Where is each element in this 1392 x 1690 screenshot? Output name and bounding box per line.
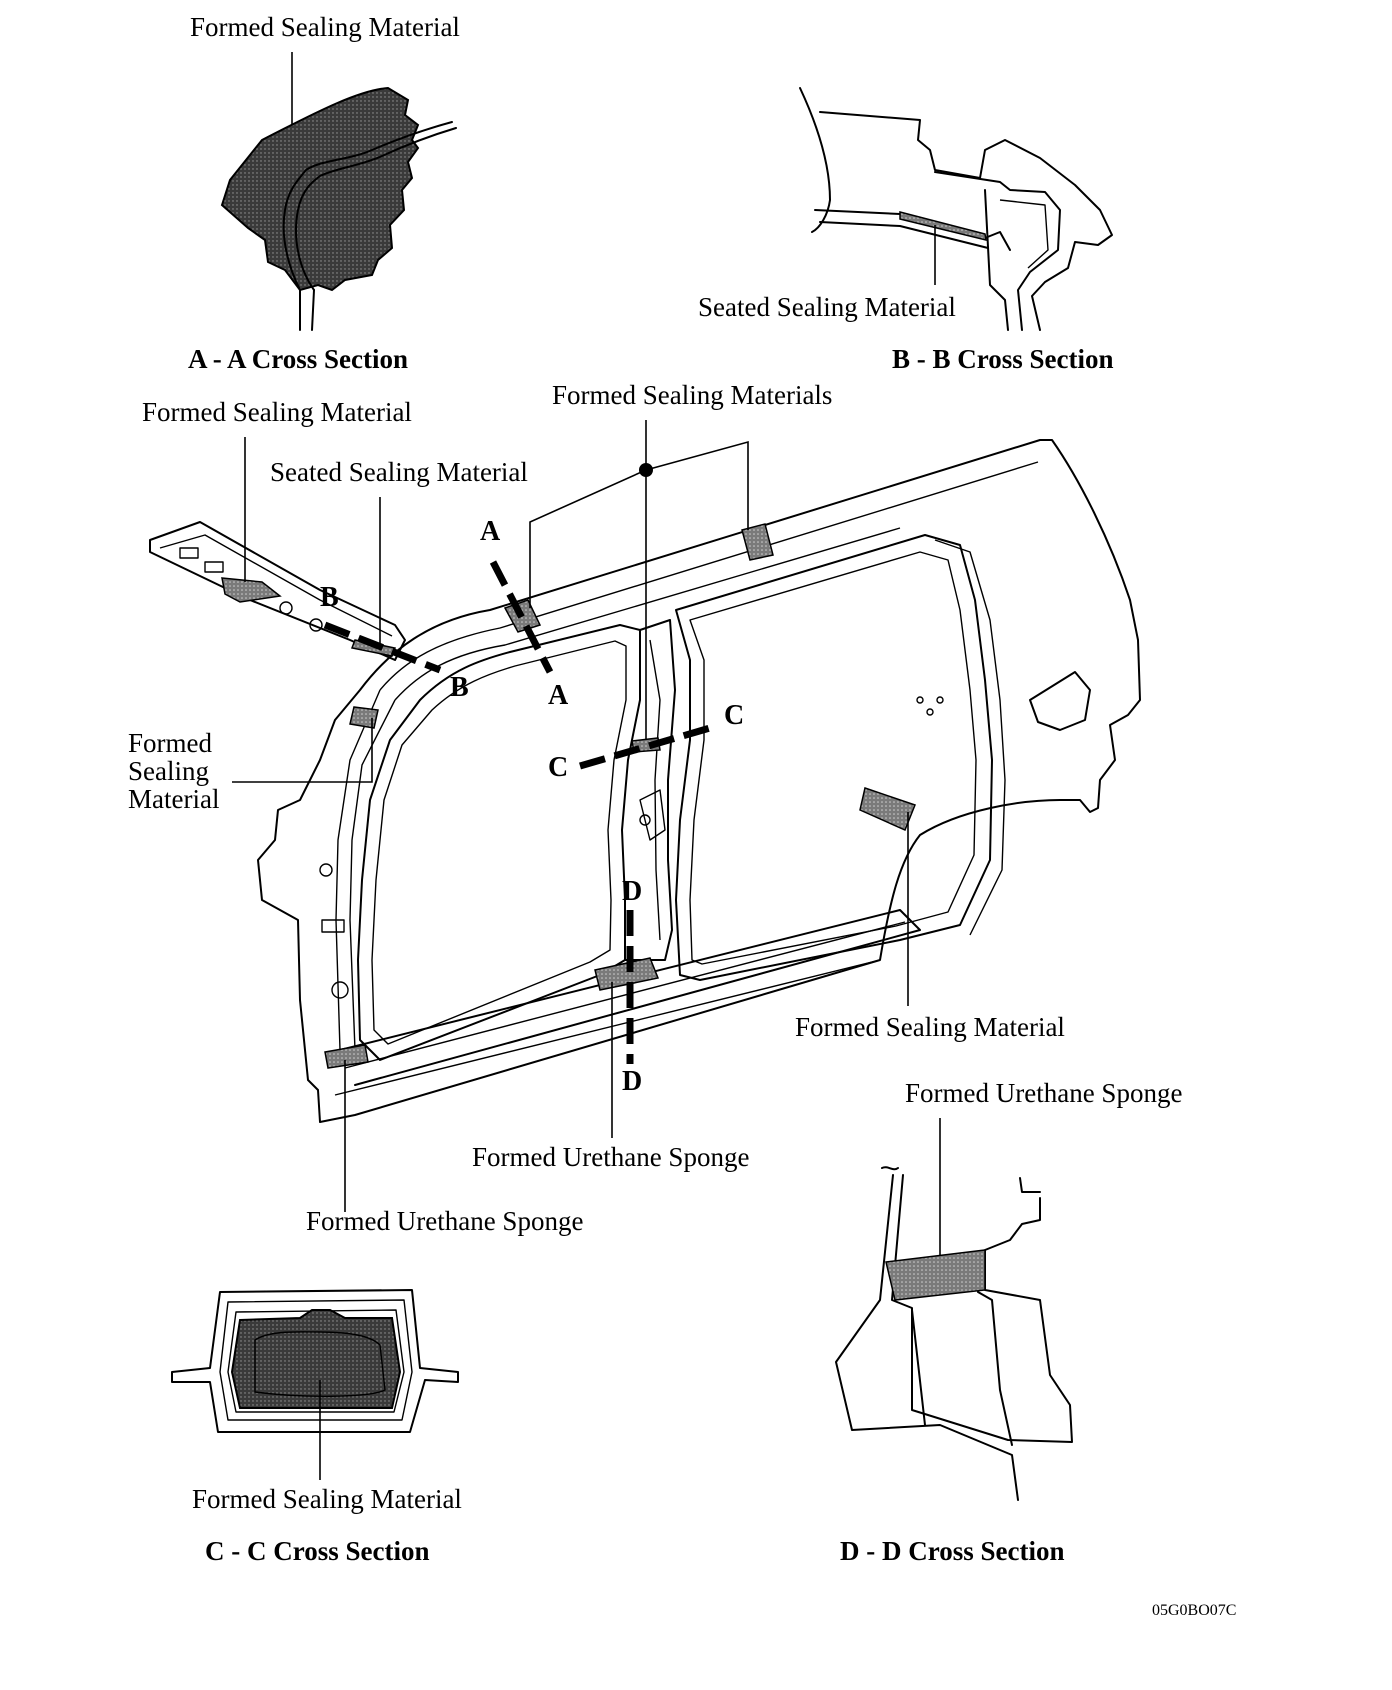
rear-wheel-formed-sealing [859, 787, 916, 832]
header-formed-sealing-fill [221, 577, 282, 603]
rear-formed-sealing-label: Formed Sealing Material [795, 1012, 1065, 1042]
body-side-outline [257, 439, 1141, 1123]
marker-d-bottom: D [622, 1066, 642, 1097]
marker-b-left: B [320, 582, 339, 613]
marker-a-top: A [480, 516, 501, 547]
dd-cross-section: Formed Urethane Sponge [835, 1078, 1182, 1501]
cc-cross-section: Formed Sealing Material [171, 1289, 462, 1514]
bb-title: B - B Cross Section [892, 344, 1114, 374]
cc-formed-label: Formed Sealing Material [192, 1484, 462, 1514]
aa-formed-label: Formed Sealing Material [190, 12, 460, 42]
aa-title: A - A Cross Section [188, 344, 408, 374]
pillar-formed-label-line2: Sealing [128, 756, 209, 786]
a-pillar-formed-sealing [349, 706, 379, 729]
figure-code: 05G0BO07C [1152, 1602, 1236, 1619]
marker-a-bottom: A [548, 680, 569, 711]
dd-title: D - D Cross Section [840, 1536, 1065, 1566]
pillar-formed-label-line1: Formed [128, 728, 212, 758]
dd-urethane-label: Formed Urethane Sponge [905, 1078, 1182, 1108]
marker-d-top: D [622, 876, 642, 907]
center-urethane-sponge-label: Formed Urethane Sponge [472, 1142, 749, 1172]
marker-b-right: B [450, 672, 469, 703]
rocker-urethane-sponge-front [324, 1044, 369, 1069]
bb-seated-label: Seated Sealing Material [698, 292, 956, 322]
header-formed-sealing-label: Formed Sealing Material [142, 397, 412, 427]
pillar-formed-label-line3: Material [128, 784, 219, 814]
bb-cross-section: Seated Sealing Material [698, 87, 1113, 331]
formed-sealing-materials-label: Formed Sealing Materials [552, 380, 832, 410]
dd-urethane-fill [885, 1249, 986, 1301]
marker-c-right: C [724, 700, 744, 731]
aa-sealing-fill [220, 86, 420, 292]
cc-title: C - C Cross Section [205, 1536, 430, 1566]
section-cut-lines [323, 560, 711, 1064]
roof-rail-formed-sealing-rear [741, 523, 774, 561]
windshield-header [149, 521, 406, 661]
header-seated-sealing-label: Seated Sealing Material [270, 457, 528, 487]
front-urethane-sponge-label: Formed Urethane Sponge [306, 1206, 583, 1236]
marker-c-left: C [548, 752, 568, 783]
aa-cross-section: Formed Sealing Material [190, 12, 460, 331]
